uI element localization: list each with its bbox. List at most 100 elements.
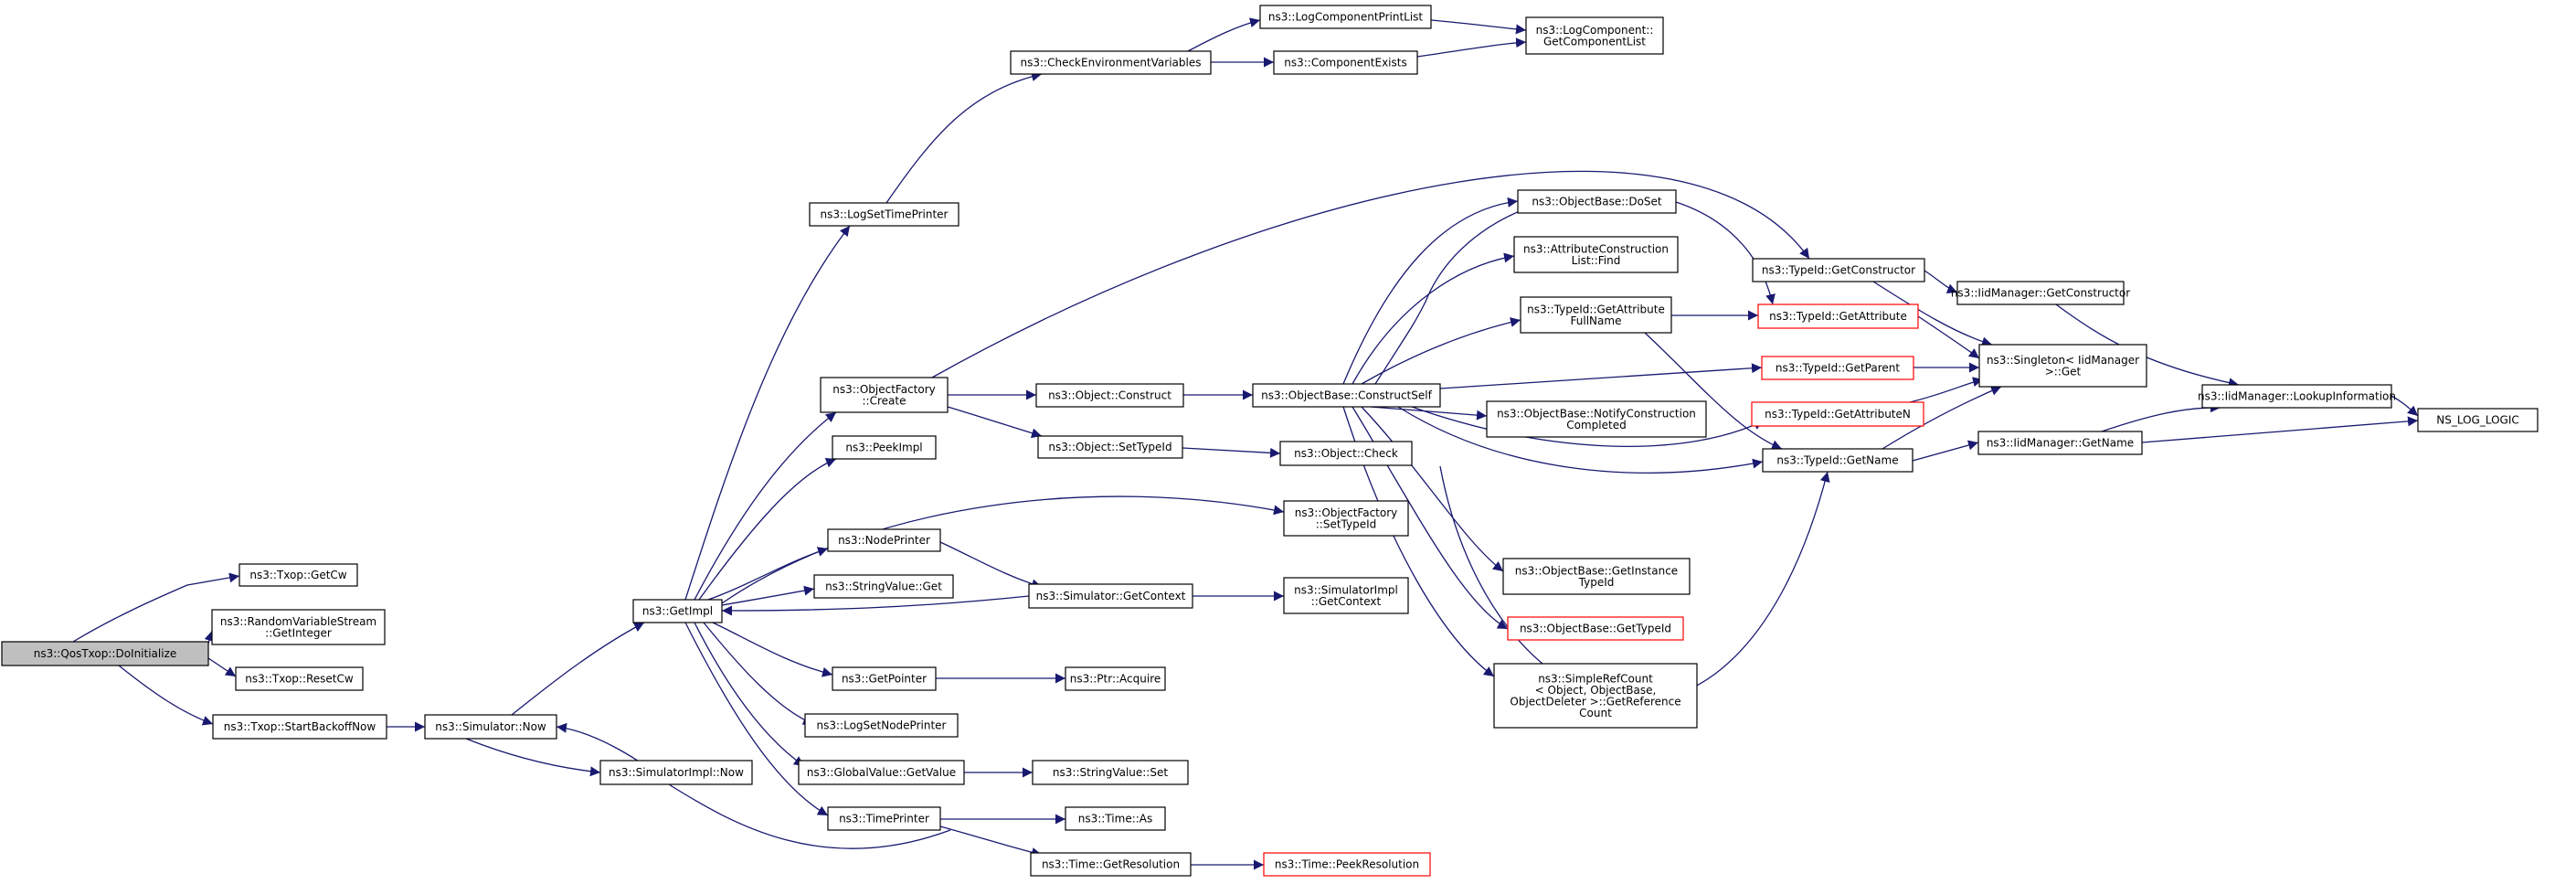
node-label: NS_LOG_LOGIC: [2436, 414, 2519, 427]
nodes-layer: ns3::QosTxop::DoInitialize ns3::Txop::Get…: [1, 5, 2539, 877]
node-box: [827, 528, 941, 552]
node-label: ns3::Time::As: [1078, 813, 1153, 825]
node-doset[interactable]: ns3::ObjectBase::DoSet: [1517, 189, 1677, 214]
edges-layer: [72, 17, 2419, 870]
node-label: ns3::GetPointer: [842, 673, 927, 686]
call-edge: [939, 825, 1043, 857]
call-edge: [465, 738, 601, 777]
node-notifyconstr[interactable]: ns3::ObjectBase::NotifyConstructionCompl…: [1486, 400, 1707, 438]
node-simimplnow[interactable]: ns3::SimulatorImpl::Now: [599, 760, 753, 785]
node-box: [813, 574, 954, 599]
node-box: [1263, 852, 1431, 877]
node-timegetres[interactable]: ns3::Time::GetResolution: [1030, 852, 1192, 877]
node-rvsgetint[interactable]: ns3::RandomVariableStream::GetInteger: [211, 609, 386, 645]
node-singletonget[interactable]: ns3::Singleton< IidManager>::Get: [1978, 344, 2147, 388]
node-typeidgetconstructor[interactable]: ns3::TypeId::GetConstructor: [1752, 258, 1925, 282]
node-box: [832, 435, 937, 460]
node-getcw[interactable]: ns3::Txop::GetCw: [239, 563, 358, 587]
node-objsettypeid[interactable]: ns3::Object::SetTypeId: [1037, 435, 1183, 459]
node-objcheck[interactable]: ns3::Object::Check: [1279, 441, 1413, 466]
call-edge: [684, 622, 829, 816]
node-simimplgetcontext[interactable]: ns3::SimulatorImpl::GetContext: [1283, 577, 1409, 614]
node-logsetnodeprinter[interactable]: ns3::LogSetNodePrinter: [804, 713, 959, 738]
node-box: [820, 377, 949, 413]
node-timepeekres[interactable]: ns3::Time::PeekResolution: [1263, 852, 1431, 877]
call-edge: [1917, 315, 1980, 359]
node-nodeprinter[interactable]: ns3::NodePrinter: [827, 528, 941, 552]
node-box: [235, 666, 364, 691]
node-simnow[interactable]: ns3::Simulator::Now: [424, 714, 557, 740]
node-constructself[interactable]: ns3::ObjectBase::ConstructSelf: [1252, 383, 1441, 408]
node-getpointer[interactable]: ns3::GetPointer: [832, 666, 937, 691]
node-objconstruct[interactable]: ns3::Object::Construct: [1035, 383, 1184, 408]
node-globalvalueget[interactable]: ns3::GlobalValue::GetValue: [798, 760, 965, 785]
node-timeas[interactable]: ns3::Time::As: [1065, 806, 1166, 831]
node-label: FullName: [1571, 314, 1622, 327]
node-label: ns3::StringValue::Get: [825, 580, 942, 593]
node-box: [1032, 760, 1189, 785]
node-box: [212, 714, 387, 740]
node-label: ns3::LogSetNodePrinter: [817, 719, 947, 732]
node-nslogic[interactable]: NS_LOG_LOGIC: [2417, 408, 2539, 432]
node-typeidgetparent[interactable]: ns3::TypeId::GetParent: [1761, 356, 1914, 380]
call-edge: [1909, 377, 1984, 403]
node-label: ns3::SimulatorImpl: [1294, 583, 1398, 596]
node-iidgetname[interactable]: ns3::IidManager::GetName: [1977, 431, 2143, 455]
node-box: [798, 760, 965, 785]
call-edge: [1416, 37, 1527, 58]
node-box: [1493, 663, 1698, 729]
node-getcomplist[interactable]: ns3::LogComponent::GetComponentList: [1525, 16, 1664, 55]
node-simgetcontext[interactable]: ns3::Simulator::GetContext: [1028, 583, 1193, 609]
node-label: ns3::TypeId::GetParent: [1776, 362, 1900, 375]
node-simplerefcount[interactable]: ns3::SimpleRefCount< Object, ObjectBase,…: [1493, 663, 1698, 729]
node-typeidgetattributen[interactable]: ns3::TypeId::GetAttributeN: [1751, 401, 1924, 427]
node-timeprinter[interactable]: ns3::TimePrinter: [827, 806, 941, 831]
node-label: ns3::LogSetTimePrinter: [820, 208, 948, 221]
node-label: ns3::Object::Check: [1294, 447, 1398, 460]
node-label: ::SetTypeId: [1316, 517, 1377, 530]
node-objbasegettypeid[interactable]: ns3::ObjectBase::GetTypeId: [1507, 616, 1684, 641]
node-box: [1010, 50, 1212, 75]
node-stringvalueset[interactable]: ns3::StringValue::Set: [1032, 760, 1189, 785]
node-typeidgetattribute[interactable]: ns3::TypeId::GetAttribute: [1757, 304, 1919, 329]
node-compexists[interactable]: ns3::ComponentExists: [1273, 50, 1418, 75]
call-edge: [721, 495, 1285, 604]
node-label: ns3::GetImpl: [642, 605, 713, 618]
node-label: ns3::Simulator::Now: [435, 720, 546, 733]
node-label: ns3::Ptr::Acquire: [1070, 673, 1161, 686]
node-logsettimeprinter[interactable]: ns3::LogSetTimePrinter: [809, 202, 959, 227]
node-label: ObjectDeleter >::GetReference: [1510, 695, 1680, 708]
node-logcompprintlist[interactable]: ns3::LogComponentPrintList: [1259, 5, 1432, 29]
call-edge: [556, 722, 951, 849]
node-box: [599, 760, 753, 785]
node-iidlookup[interactable]: ns3::IidManager::LookupInformation: [2198, 384, 2396, 409]
node-box: [1037, 435, 1183, 459]
node-objfactsettypeid[interactable]: ns3::ObjectFactory::SetTypeId: [1283, 500, 1409, 537]
node-box: [2417, 408, 2539, 432]
node-label: Count: [1579, 707, 1612, 719]
node-label: ns3::TypeId::GetConstructor: [1762, 264, 1915, 277]
node-typeidgetname[interactable]: ns3::TypeId::GetName: [1762, 448, 1913, 473]
node-checkenv[interactable]: ns3::CheckEnvironmentVariables: [1010, 50, 1212, 75]
node-box: [1751, 401, 1924, 427]
node-iidgetconstructor[interactable]: ns3::IidManager::GetConstructor: [1951, 281, 2130, 305]
node-getimpl[interactable]: ns3::GetImpl: [632, 599, 723, 623]
call-edge: [1374, 191, 1776, 385]
node-label: ns3::IidManager::GetName: [1987, 437, 2134, 450]
call-edge: [939, 541, 1043, 590]
node-ptracquire[interactable]: ns3::Ptr::Acquire: [1065, 666, 1166, 691]
call-edge: [1872, 281, 1993, 347]
node-peekimpl[interactable]: ns3::PeekImpl: [832, 435, 937, 460]
node-label: ns3::PeekImpl: [845, 442, 922, 454]
node-label: ns3::TypeId::GetName: [1776, 454, 1898, 467]
node-resetcw[interactable]: ns3::Txop::ResetCw: [235, 666, 364, 691]
node-objfactcreate[interactable]: ns3::ObjectFactory::Create: [820, 377, 949, 413]
node-root[interactable]: ns3::QosTxop::DoInitialize: [1, 641, 209, 666]
node-startbackoff[interactable]: ns3::Txop::StartBackoffNow: [212, 714, 387, 740]
call-edge: [694, 411, 837, 601]
node-stringvalueget[interactable]: ns3::StringValue::Get: [813, 574, 954, 599]
